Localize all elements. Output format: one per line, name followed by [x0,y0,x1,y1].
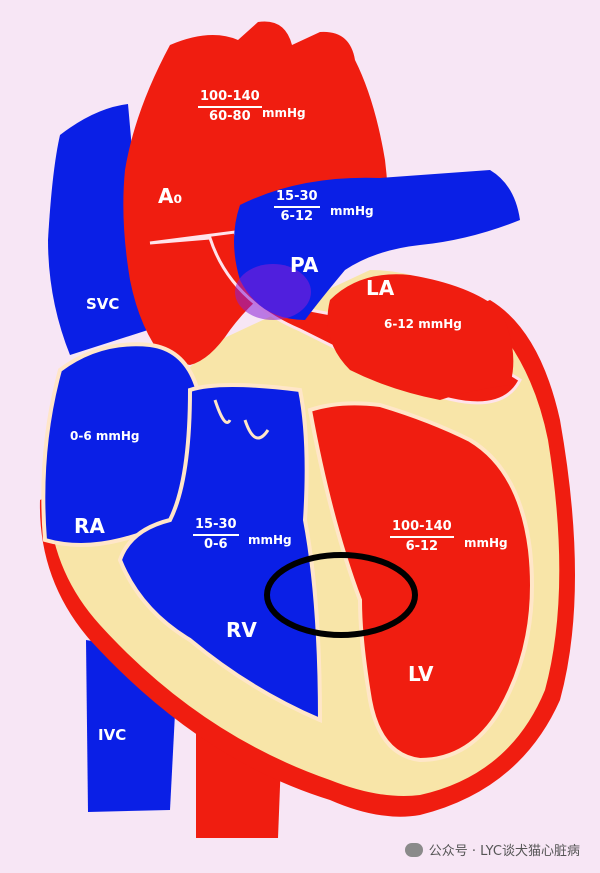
wechat-icon [404,842,423,857]
pa-overlap [235,264,311,320]
la-label: LA [366,276,395,300]
pa-unit: mmHg [330,204,374,218]
aorta-vessel [123,21,389,365]
lv-label: LV [408,662,434,686]
svc-vessel [48,104,148,355]
lv-diastolic: 6-12 [405,538,439,554]
la-chamber [327,274,514,400]
rv-chamber [117,383,323,724]
pa-pressure: 15-30 6-12 [274,189,320,225]
lv-systolic: 100-140 [390,519,454,538]
rv-label: RV [226,618,257,642]
rv-systolic: 15-30 [193,517,239,536]
pa-diastolic: 6-12 [280,208,314,224]
lv-pressure: 100-140 6-12 [390,519,454,555]
rv-pressure: 15-30 0-6 [193,517,239,553]
svc-label: SVC [86,295,120,313]
aorta-diastolic: 60-80 [209,108,251,124]
lv-unit: mmHg [464,536,508,550]
aorta-pressure: 100-140 60-80 [198,89,262,125]
ra-label: RA [74,514,105,538]
pa-systolic: 15-30 [274,189,320,208]
watermark: 公众号 · LYC谈犬猫心脏病 [404,840,580,859]
ra-pressure: 0-6 mmHg [70,429,140,443]
pa-label: PA [290,253,319,277]
aorta-unit: mmHg [262,106,306,120]
rv-diastolic: 0-6 [204,536,228,552]
aorta-systolic: 100-140 [198,89,262,108]
septum-highlight-ellipse [264,552,418,638]
ao-label: A₀ [158,184,183,208]
rv-unit: mmHg [248,533,292,547]
ivc-label: IVC [98,726,127,744]
la-pressure: 6-12 mmHg [384,317,462,331]
watermark-text: 公众号 · LYC谈犬猫心脏病 [428,844,580,859]
pulmonary-valve [213,399,270,440]
lv-chamber [307,401,534,763]
